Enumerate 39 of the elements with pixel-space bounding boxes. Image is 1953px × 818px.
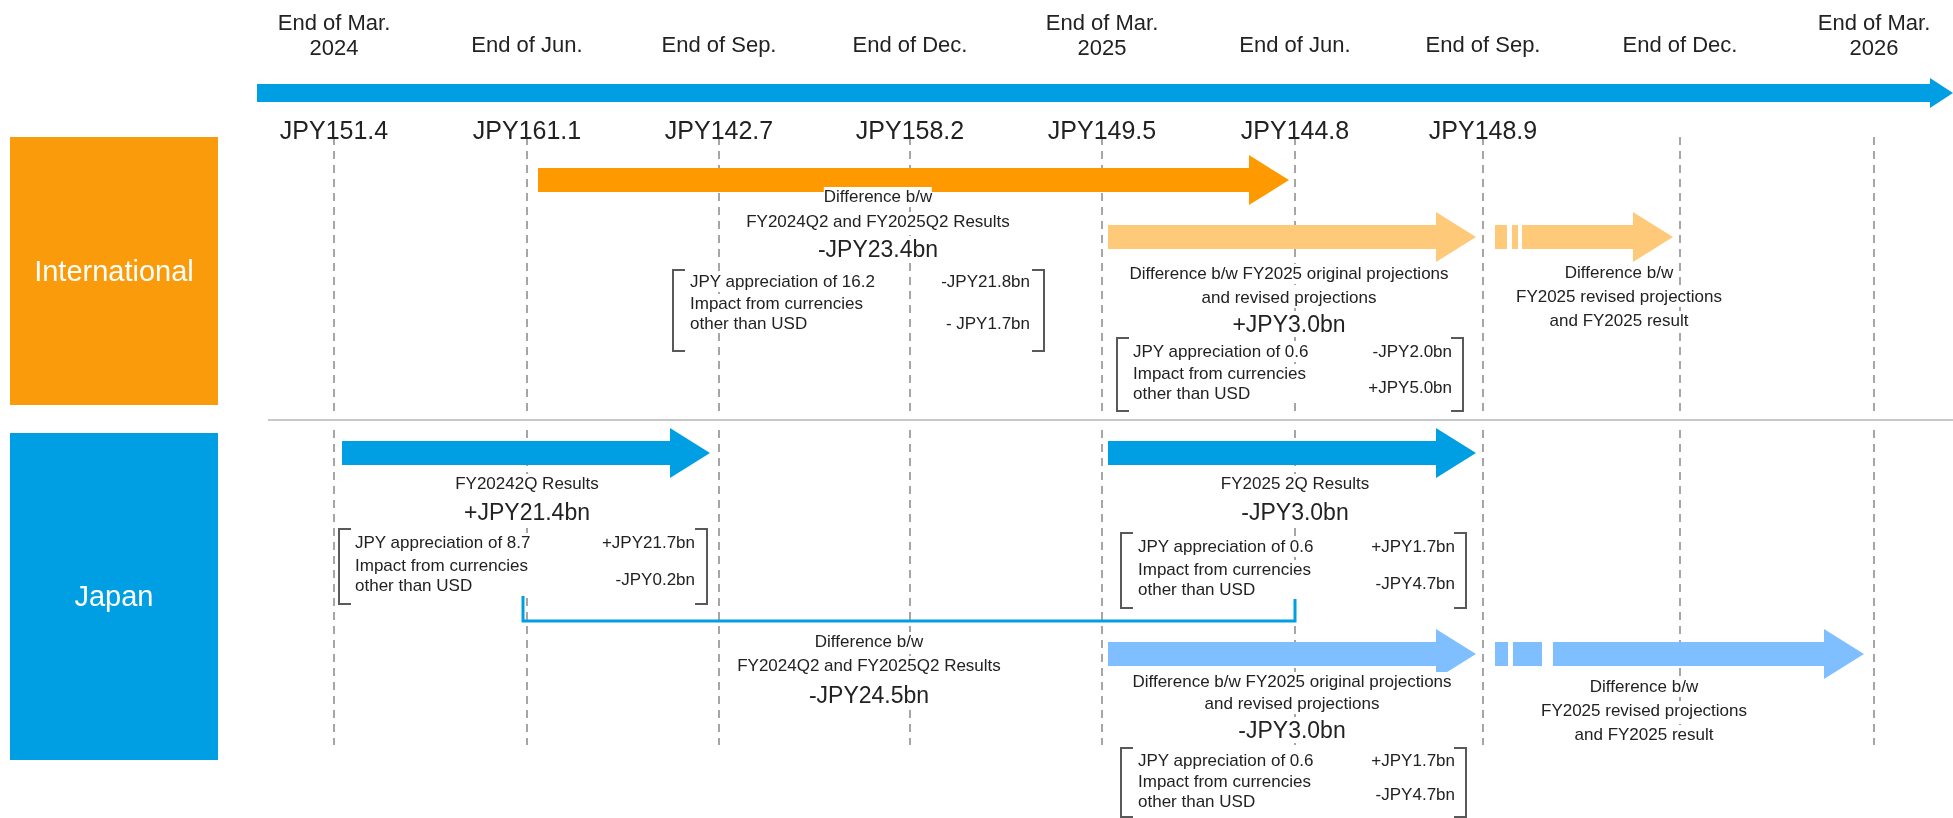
exchange-rate: JPY142.7 bbox=[664, 116, 774, 145]
annotation-text: and revised projections bbox=[1201, 288, 1377, 308]
annotation-text: FY2024Q2 and FY2025Q2 Results bbox=[746, 212, 1010, 232]
exchange-rate: JPY149.5 bbox=[1047, 116, 1157, 145]
annotation-text: JPY appreciation of 16.2 bbox=[690, 272, 875, 292]
period-label: End of Mar. 2025 bbox=[1044, 10, 1160, 61]
period-label: End of Dec. bbox=[851, 32, 969, 58]
exchange-rate: JPY151.4 bbox=[279, 116, 389, 145]
annotation-text: FY2025 2Q Results bbox=[1220, 474, 1370, 494]
impact-total: -JPY3.0bn bbox=[1238, 717, 1346, 744]
period-label: End of Mar. 2026 bbox=[1816, 10, 1932, 61]
annotation-text: Difference b/w FY2025 original projections bbox=[1132, 672, 1452, 692]
impact-total: +JPY3.0bn bbox=[1232, 311, 1346, 338]
category-label: International bbox=[34, 254, 194, 288]
category-box bbox=[10, 137, 218, 405]
annotation-text: and FY2025 result bbox=[1574, 725, 1714, 745]
period-label: End of Dec. bbox=[1621, 32, 1739, 58]
annotation-text: JPY appreciation of 0.6 bbox=[1138, 537, 1314, 557]
exchange-rate: JPY158.2 bbox=[855, 116, 965, 145]
annotation-text: and revised projections bbox=[1204, 694, 1380, 714]
period-label: End of Sep. bbox=[1424, 32, 1542, 58]
period-label: End of Sep. bbox=[660, 32, 778, 58]
category-box bbox=[10, 433, 218, 760]
annotation-text: JPY appreciation of 0.6 bbox=[1133, 342, 1309, 362]
annotation-text: JPY appreciation of 0.6 bbox=[1138, 751, 1314, 771]
annotation-text: FY2025 revised projections bbox=[1516, 287, 1722, 307]
exchange-rate: JPY161.1 bbox=[472, 116, 582, 145]
annotation-text: FY2025 revised projections bbox=[1541, 701, 1747, 721]
exchange-rate: JPY148.9 bbox=[1428, 116, 1538, 145]
category-label: Japan bbox=[74, 580, 154, 613]
annotation-text: FY20242Q Results bbox=[455, 474, 599, 494]
annotation-text: JPY appreciation of 8.7 bbox=[355, 533, 531, 553]
period-label: End of Mar. 2024 bbox=[276, 10, 392, 61]
annotation-text: Difference b/w bbox=[1589, 677, 1699, 697]
period-label: End of Jun. bbox=[470, 32, 584, 58]
exchange-rate: JPY144.8 bbox=[1240, 116, 1350, 145]
period-label: End of Jun. bbox=[1238, 32, 1352, 58]
annotation-text: FY2024Q2 and FY2025Q2 Results bbox=[737, 656, 1001, 676]
annotation-text: Difference b/w FY2025 original projections bbox=[1129, 264, 1449, 284]
